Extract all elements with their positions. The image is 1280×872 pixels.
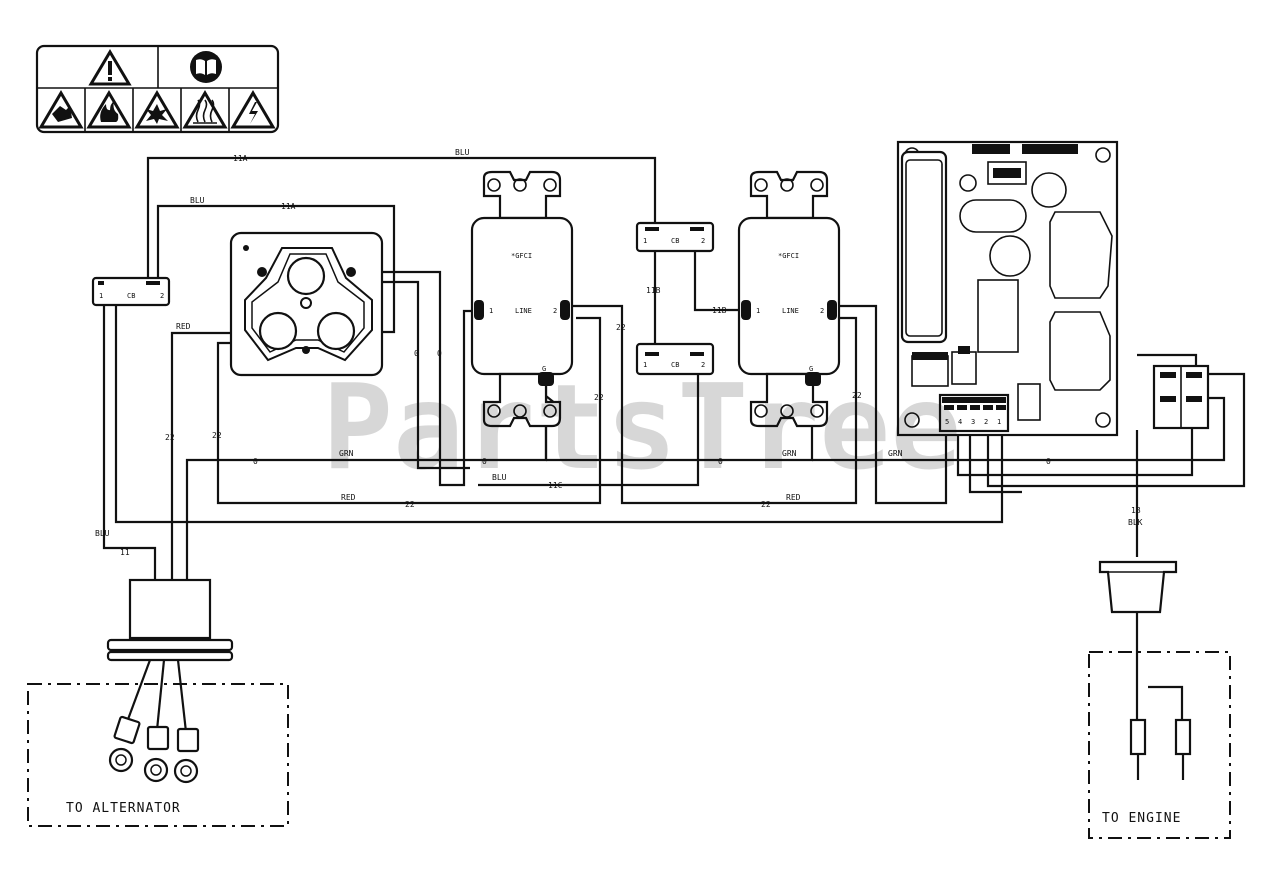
breaker-terminal-label: 2 [701, 237, 705, 245]
wire-label: 11 [120, 548, 130, 557]
breaker-label: CB [127, 292, 135, 300]
twist-lock-outlet [229, 231, 384, 377]
ring-terminal-icon [173, 727, 200, 784]
wire-label: 11A [233, 154, 248, 163]
board-pin-label: 5 [945, 418, 949, 426]
wire-label: 0 [414, 349, 419, 358]
wire-label: 22 [212, 431, 222, 440]
board-pin-label: 4 [958, 418, 962, 426]
wire-label: BLU [455, 148, 470, 157]
gfci-terminal-label: 2 [820, 307, 824, 315]
watermark: PartsTree [322, 358, 961, 496]
wire-label: 11A [281, 202, 296, 211]
ring-terminal-icon [108, 715, 141, 773]
gfci-ground-label: G [542, 365, 546, 373]
ring-terminal-icon [143, 725, 170, 783]
gfci-receptacle-left: *GFCI LINE 1 2 G [470, 170, 574, 428]
breaker-terminal-label: 1 [99, 292, 103, 300]
wire-label: BLK [1128, 518, 1143, 527]
wire-label: 22 [761, 500, 771, 509]
warning-triangle-icon [88, 49, 132, 86]
wire-label: 22 [852, 391, 862, 400]
wire-label: GRN [339, 449, 354, 458]
wire-label: 11B [712, 306, 727, 315]
wire-label: 22 [165, 433, 175, 442]
warning-label-panel [35, 44, 280, 134]
alternator-label: TO ALTERNATOR [66, 801, 181, 816]
wire-labels: 11A BLU BLU 11A RED 22 22 0 0 0 GRN 0 BL… [95, 148, 1143, 557]
wire-label: 0 [482, 457, 487, 466]
wire-label: 22 [616, 323, 626, 332]
board-pin-label: 1 [997, 418, 1001, 426]
wire-label: BLU [492, 473, 507, 482]
wire-label: 11B [646, 286, 661, 295]
wire-label: 0 [1046, 457, 1051, 466]
breaker-label: CB [671, 361, 679, 369]
wire-label: 0 [253, 457, 258, 466]
circuit-breaker-top: 1 CB 2 [635, 221, 715, 253]
alternator-connector [106, 578, 234, 784]
wire-label: 22 [594, 393, 604, 402]
alternator-area: TO ALTERNATOR [27, 683, 289, 827]
gfci-title: *GFCI [778, 252, 799, 260]
spade-terminal-icon [1174, 718, 1192, 780]
engine-switch [1152, 364, 1210, 430]
breaker-terminal-label: 2 [701, 361, 705, 369]
wire-label: RED [786, 493, 801, 502]
gfci-line-label: LINE [782, 307, 799, 315]
hand-hazard-icon [38, 90, 84, 129]
breaker-terminal-label: 2 [160, 292, 164, 300]
wire-label: 0 [718, 457, 723, 466]
gfci-receptacle-right: *GFCI LINE 1 2 G [737, 170, 841, 428]
engine-connector [1098, 560, 1192, 780]
wire-label: 11C [548, 481, 563, 490]
wire-label: 0 [437, 349, 442, 358]
gfci-terminal-label: 1 [756, 307, 760, 315]
spade-terminal-icon [1129, 718, 1147, 780]
wire-label: RED [176, 322, 191, 331]
wire-label: RED [341, 493, 356, 502]
breaker-terminal-label: 1 [643, 237, 647, 245]
breaker-label: CB [671, 237, 679, 245]
hot-surface-icon [182, 90, 228, 129]
gfci-title: *GFCI [511, 252, 532, 260]
gfci-line-label: LINE [515, 307, 532, 315]
engine-area: TO ENGINE [1088, 651, 1231, 839]
explosion-hazard-icon [134, 90, 180, 129]
gfci-terminal-label: 1 [489, 307, 493, 315]
gfci-terminal-label: 2 [553, 307, 557, 315]
gfci-ground-label: G [809, 365, 813, 373]
wire-label: 18 [1131, 506, 1141, 515]
circuit-breaker-bottom: 1 CB 2 [635, 342, 715, 376]
engine-label: TO ENGINE [1102, 811, 1181, 826]
wire-label: GRN [782, 449, 797, 458]
manual-book-icon [190, 51, 222, 83]
wire-label: BLU [190, 196, 205, 205]
electric-shock-icon [230, 90, 276, 129]
breaker-terminal-label: 1 [643, 361, 647, 369]
wire-label: 22 [405, 500, 415, 509]
wire-label: GRN [888, 449, 903, 458]
circuit-breaker-left: 1 CB 2 [91, 276, 171, 307]
fire-hazard-icon [86, 90, 132, 129]
board-pin-label: 2 [984, 418, 988, 426]
wire-label: BLU [95, 529, 110, 538]
board-pin-label: 3 [971, 418, 975, 426]
control-board: 5 4 3 2 1 [896, 140, 1119, 437]
